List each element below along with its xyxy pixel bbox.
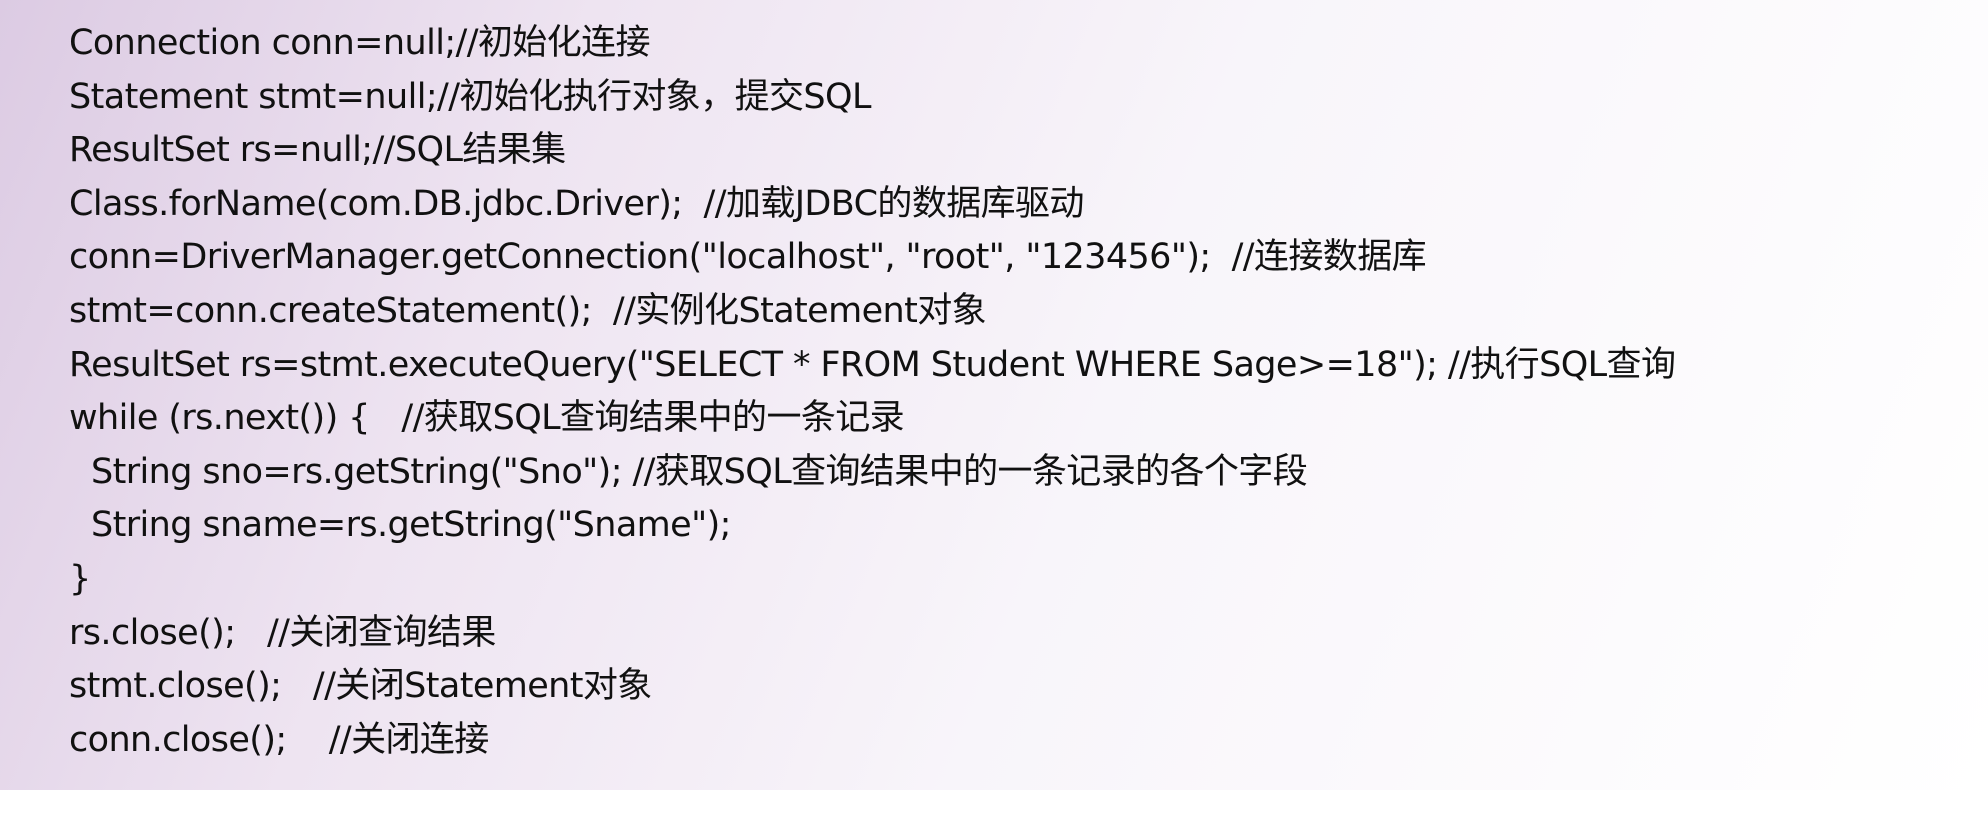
code-line-8: while (rs.next()) { //获取SQL查询结果中的一条记录	[69, 398, 905, 439]
code-line-10: String sname=rs.getString("Sname");	[91, 505, 731, 546]
code-line-13: stmt.close(); //关闭Statement对象	[69, 666, 652, 707]
code-line-9: String sno=rs.getString("Sno"); //获取SQL查…	[91, 451, 1308, 492]
code-line-11: }	[69, 558, 91, 599]
code-line-6: stmt=conn.createStatement(); //实例化Statem…	[69, 290, 987, 331]
code-line-7: ResultSet rs=stmt.executeQuery("SELECT *…	[69, 344, 1676, 385]
code-line-4: Class.forName(com.DB.jdbc.Driver); //加载J…	[69, 183, 1084, 224]
code-line-14: conn.close(); //关闭连接	[69, 719, 489, 760]
slide-background: Connection conn=null;//初始化连接 Statement s…	[0, 0, 1988, 790]
code-line-1: Connection conn=null;//初始化连接	[69, 23, 651, 63]
code-line-2: Statement stmt=null;//初始化执行对象，提交SQL	[69, 76, 871, 117]
code-line-12: rs.close(); //关闭查询结果	[69, 612, 496, 653]
code-line-5: conn=DriverManager.getConnection("localh…	[69, 237, 1427, 278]
code-block: Connection conn=null;//初始化连接 Statement s…	[69, 17, 1676, 767]
code-line-3: ResultSet rs=null;//SQL结果集	[69, 130, 566, 171]
